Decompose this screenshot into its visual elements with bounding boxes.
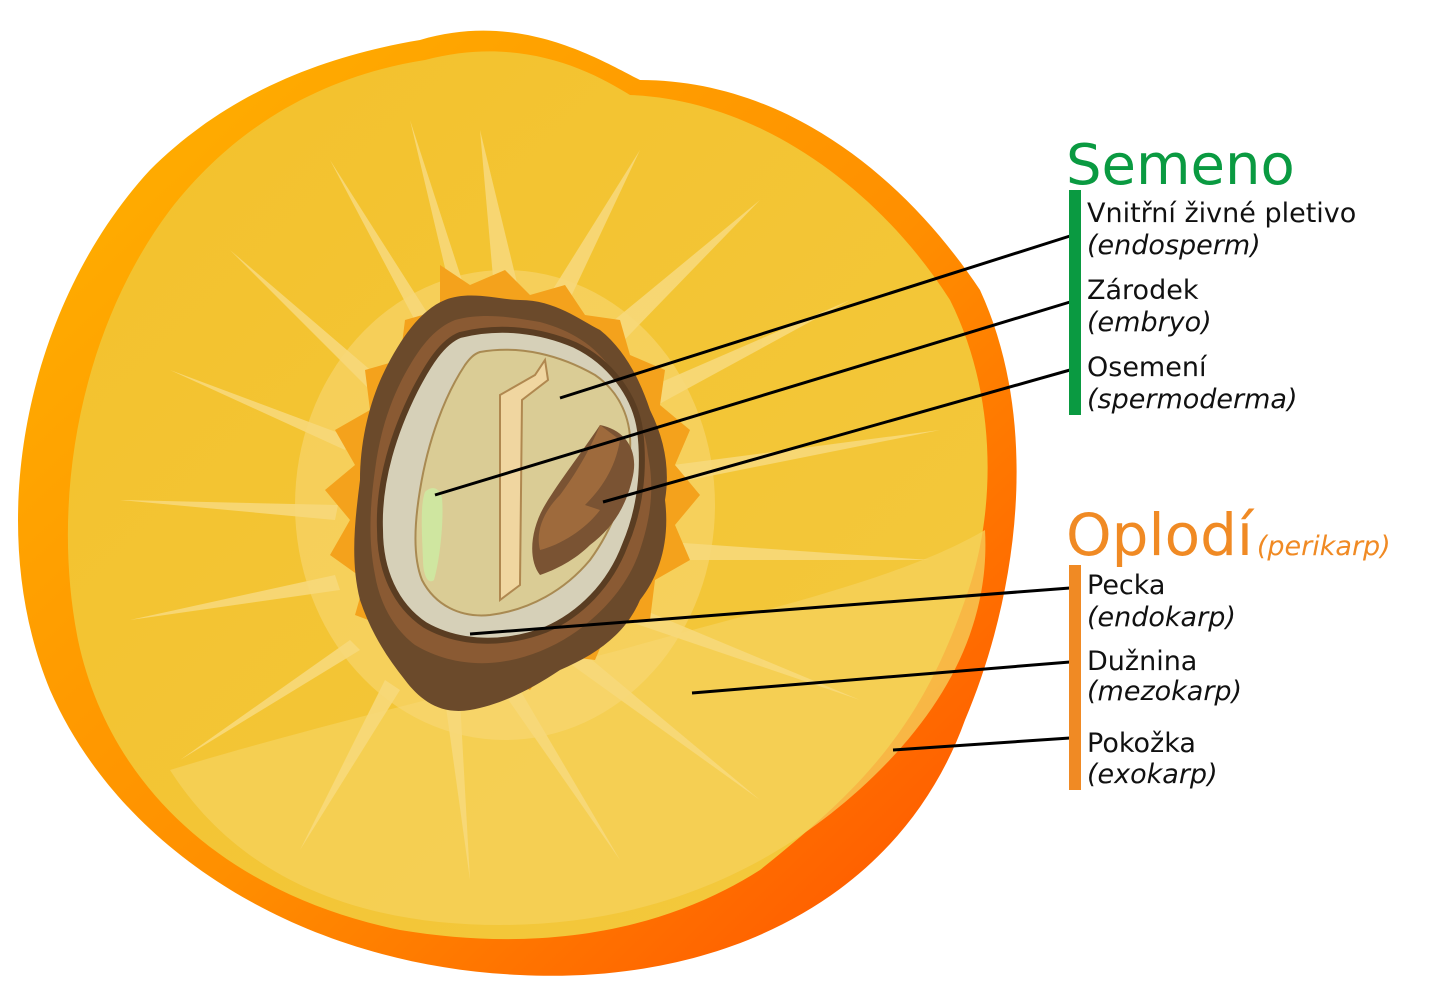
label-endocarp-latin: (endokarp) (1087, 602, 1236, 633)
seed-group-bar (1069, 190, 1081, 415)
label-exocarp-name: Pokožka (1087, 728, 1196, 759)
label-exocarp-latin: (exokarp) (1087, 759, 1218, 790)
label-endocarp-name: Pecka (1087, 570, 1165, 601)
label-endosperm-latin: (endosperm) (1087, 230, 1261, 261)
label-mesocarp-latin: (mezokarp) (1087, 676, 1242, 707)
label-embryo-name: Zárodek (1087, 275, 1199, 306)
label-mesocarp-name: Dužnina (1087, 646, 1197, 677)
label-endosperm-name: Vnitřní živné pletivo (1087, 198, 1356, 229)
pericarp-heading: Oplodí (1066, 501, 1255, 569)
label-spermoderma-name: Osemení (1087, 352, 1208, 383)
label-spermoderma-latin: (spermoderma) (1087, 384, 1298, 415)
pericarp-group-bar (1069, 565, 1081, 790)
seed-heading: Semeno (1066, 133, 1295, 198)
label-embryo-latin: (embryo) (1087, 307, 1212, 338)
pericarp-heading-latin: (perikarp) (1257, 531, 1391, 562)
